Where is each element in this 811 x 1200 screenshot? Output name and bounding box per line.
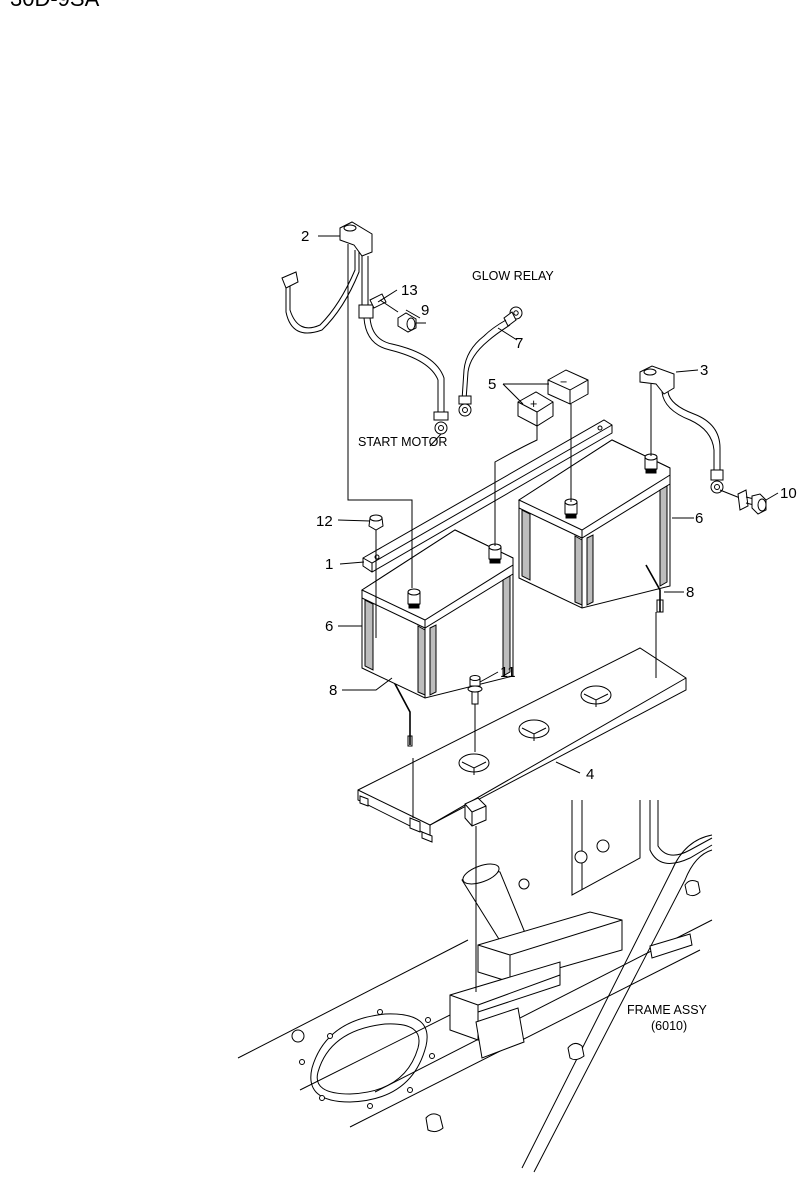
callout-6-left: 6	[325, 618, 333, 635]
callout-8-left: 8	[329, 682, 337, 699]
hold-down-bar	[362, 419, 613, 573]
callout-2: 2	[301, 228, 309, 245]
battery-left	[360, 529, 514, 699]
clip-13	[369, 293, 399, 313]
callout-3: 3	[700, 362, 708, 379]
callout-5: 5	[488, 376, 496, 393]
frame-assy-code: (6010)	[651, 1019, 687, 1033]
cable-7	[458, 306, 523, 417]
callout-11: 11	[500, 664, 516, 681]
start-motor-label: START MOTOR	[358, 435, 447, 449]
bolt-nut-12	[368, 514, 384, 638]
leader-lines	[318, 235, 779, 774]
callout-12: 12	[316, 513, 333, 530]
bolt-10	[737, 489, 767, 515]
cable-2	[281, 221, 449, 588]
callout-4: 4	[586, 766, 594, 783]
model-code: 30D-9SA	[10, 0, 99, 12]
bolt-11	[467, 675, 483, 752]
hold-down-rod-right	[645, 564, 664, 678]
callout-13: 13	[401, 282, 418, 299]
callout-9: 9	[421, 302, 429, 319]
minus-mark: −	[560, 375, 567, 389]
callout-8-right: 8	[686, 584, 694, 601]
callout-1: 1	[325, 556, 333, 573]
plus-mark: +	[530, 397, 537, 411]
cable-3	[639, 365, 741, 499]
bolt-9	[397, 312, 426, 333]
callout-10: 10	[780, 485, 797, 502]
callout-6-right: 6	[695, 510, 703, 527]
terminal-cover-minus: −	[547, 369, 589, 502]
battery-tray	[357, 647, 687, 843]
callout-7: 7	[515, 335, 523, 352]
frame-assy-label: FRAME ASSY	[627, 1003, 708, 1017]
glow-relay-label: GLOW RELAY	[472, 269, 554, 283]
terminal-cover-plus: +	[494, 391, 554, 546]
frame-assy	[237, 800, 713, 1173]
callouts: 2 13 9 7 5 3 10 12 1 6 6 8 8 11 4	[301, 228, 797, 783]
battery-right	[517, 439, 671, 609]
